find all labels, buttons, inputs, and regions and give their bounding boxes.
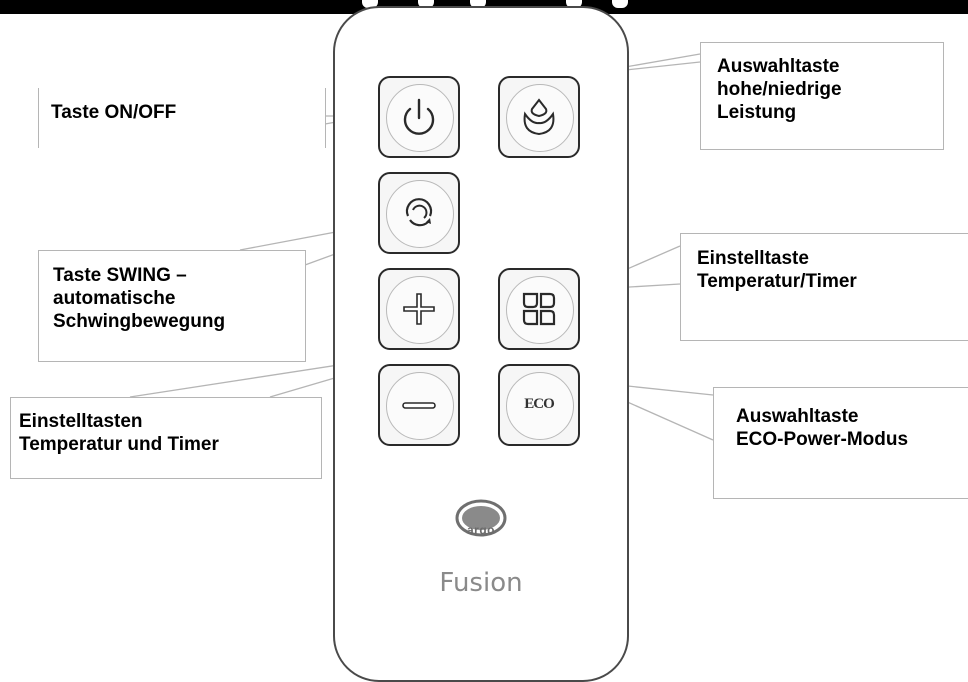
- swing-button[interactable]: [378, 172, 460, 254]
- mode-petals-icon: [522, 292, 556, 326]
- callout-eco: Auswahltaste ECO-Power-Modus: [713, 387, 968, 499]
- remote-control: ECO argo Fusion: [333, 6, 629, 682]
- eco-icon: ECO: [524, 396, 555, 412]
- plus-icon: [403, 293, 435, 325]
- callout-power-level: Auswahltaste hohe/niedrige Leistung: [700, 42, 944, 150]
- argo-logo: [455, 499, 507, 537]
- brand-name: argo: [466, 523, 495, 537]
- power-button[interactable]: [378, 76, 460, 158]
- model-name: Fusion: [439, 568, 523, 598]
- eco-button[interactable]: ECO: [498, 364, 580, 446]
- callout-on-off: Taste ON/OFF: [38, 88, 326, 148]
- power-level-button[interactable]: [498, 76, 580, 158]
- plus-button[interactable]: [378, 268, 460, 350]
- callout-swing: Taste SWING – automatische Schwingbewegu…: [38, 250, 306, 362]
- callout-plus-minus: Einstelltasten Temperatur und Timer: [10, 397, 322, 479]
- minus-button[interactable]: [378, 364, 460, 446]
- flame-icon: [523, 98, 555, 136]
- power-icon: [403, 98, 435, 135]
- minus-icon: [402, 402, 436, 409]
- temp-timer-button[interactable]: [498, 268, 580, 350]
- swing-icon: [405, 198, 433, 227]
- callout-temp-timer: Einstelltaste Temperatur/Timer: [680, 233, 968, 341]
